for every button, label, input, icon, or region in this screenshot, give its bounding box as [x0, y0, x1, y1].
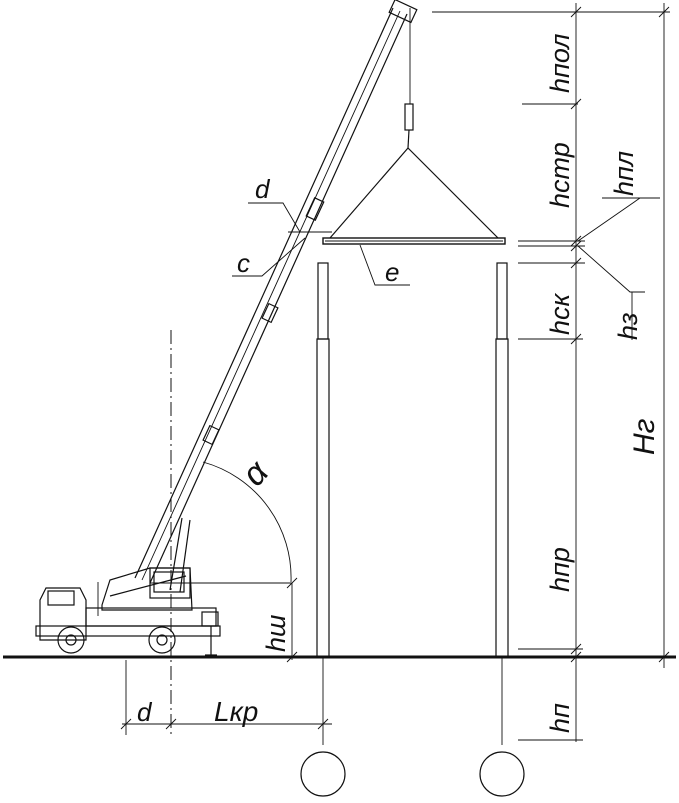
bottom-dimensions	[120, 577, 332, 730]
crane-boom	[134, 0, 418, 584]
label-h-pr: hпр	[545, 547, 575, 592]
left-column	[300, 262, 346, 797]
label-h-pl: hпл	[609, 151, 639, 196]
right-column	[479, 262, 525, 797]
label-h-str: hстр	[545, 142, 575, 208]
crane-truck	[35, 517, 221, 656]
label-h-sh: hш	[261, 615, 291, 652]
label-c: c	[237, 248, 250, 278]
label-L-kr: Lкр	[214, 696, 258, 727]
label-h-sk: hск	[545, 292, 575, 335]
label-H-g: Hг	[628, 418, 661, 455]
label-h-z: hз	[613, 312, 643, 340]
sling-rigging	[329, 8, 499, 239]
angle-arc	[202, 461, 292, 583]
label-h-p: hп	[545, 703, 575, 733]
label-alpha: α	[235, 452, 277, 493]
label-d-top: d	[255, 174, 271, 204]
label-h-pol: hпол	[545, 33, 575, 93]
label-e: e	[385, 257, 399, 287]
label-d-bottom: d	[137, 697, 153, 727]
dimension-chain	[432, 3, 670, 742]
small-leaders	[232, 202, 410, 286]
slab	[322, 237, 506, 245]
